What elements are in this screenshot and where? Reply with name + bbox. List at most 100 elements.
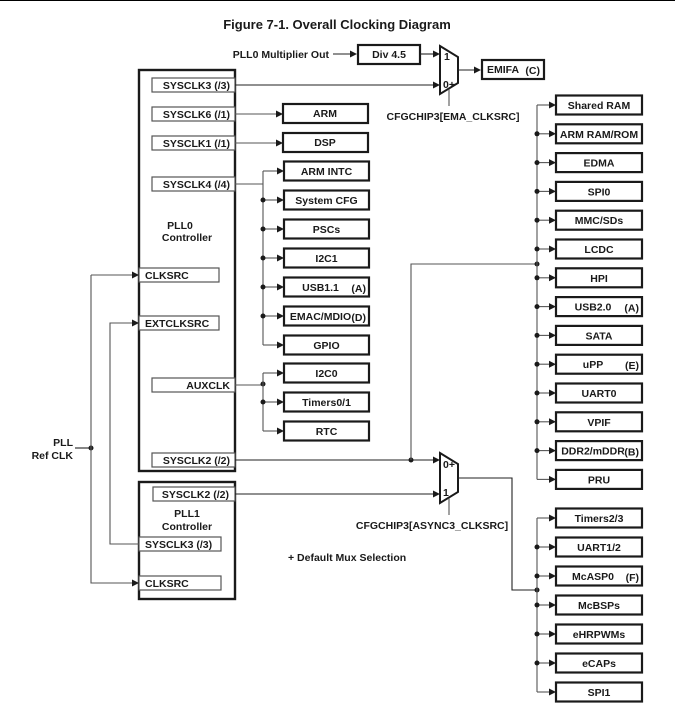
peripheral-pscs: PSCs: [260, 218, 371, 240]
peripheral-label: eHRPWMs: [573, 629, 626, 641]
arrow-icon: [277, 341, 284, 349]
emifa-note: (C): [525, 65, 540, 77]
arm-block: [281, 102, 370, 125]
pll0-sysclk2-label: SYSCLK2 (/2): [163, 455, 230, 467]
arrow-icon: [549, 360, 556, 368]
pll1-sysclk3-label: SYSCLK3 (/3): [145, 539, 212, 551]
peripheral-label: EMAC/MDIO: [290, 311, 351, 323]
pll0-sysclk4-label: SYSCLK4 (/4): [163, 179, 230, 191]
peripheral-usb1-1: USB1.1(A): [260, 276, 371, 298]
peripheral-label: I2C0: [315, 368, 337, 380]
peripheral-box: [554, 507, 644, 529]
peripheral-box: [282, 218, 371, 240]
junction-dot: [534, 631, 540, 637]
arrow-icon: [277, 369, 284, 377]
arrow-icon: [549, 245, 556, 253]
arrow-icon: [277, 312, 284, 320]
peripheral-sata: SATA: [534, 324, 644, 346]
peripheral-arm-intc: ARM INTC: [263, 160, 371, 182]
sysclk2-to-bus-wire: [410, 263, 537, 460]
peripheral-box: [282, 305, 371, 327]
peripheral-note: (E): [625, 360, 639, 372]
pll1-port-sysclk2: SYSCLK2 (/2): [152, 486, 236, 502]
arrow-icon: [549, 659, 556, 667]
peripheral-box: [282, 420, 371, 442]
page-top-rule: [0, 0, 675, 1]
pll0-name: PLL0: [167, 220, 193, 232]
peripheral-i2c0: I2C0: [263, 362, 371, 384]
peripheral-note: (A): [351, 283, 366, 295]
peripheral-edma: EDMA: [534, 152, 644, 174]
arrow-icon: [549, 216, 556, 224]
peripheral-mcbsps: McBSPs: [534, 594, 644, 616]
arrow-icon: [277, 254, 284, 262]
arrow-icon: [549, 389, 556, 397]
pll0-sysclk3-label: SYSCLK3 (/3): [163, 80, 230, 92]
arrow-icon: [276, 139, 283, 147]
peripheral-label: MMC/SDs: [575, 215, 624, 227]
div-4-5-label: Div 4.5: [372, 49, 406, 61]
ema-mux-input-0: 0+: [443, 79, 455, 91]
ref-clk-bus: [90, 275, 134, 584]
junction-dot: [534, 448, 540, 454]
sysclk2-peripheral-group: Shared RAM ARM RAM/ROM EDMA SPI0MMC/SDsLCDC…: [534, 94, 644, 490]
peripheral-pru: PRU: [537, 468, 644, 490]
peripheral-lcdc: LCDC: [534, 238, 644, 260]
junction-dot: [534, 160, 540, 166]
pll0-port-clksrc: CLKSRC: [138, 267, 220, 283]
arrow-icon: [549, 130, 556, 138]
arrow-icon: [549, 159, 556, 167]
async3-peripheral-group: Timers2/3UART1/2McASP0(F)McBSPseHRPWMseC…: [534, 507, 644, 703]
peripheral-box: [554, 296, 644, 318]
peripheral-box: [554, 411, 644, 433]
pll0-port-sysclk6: SYSCLK6 (/1): [151, 106, 236, 122]
peripheral-box: [282, 247, 371, 269]
peripheral-label: McBSPs: [578, 600, 620, 612]
junction-dot: [260, 399, 266, 405]
peripheral-label: Timers0/1: [302, 397, 351, 409]
junction-dot: [534, 131, 540, 137]
pll0-port-auxclk: AUXCLK: [151, 377, 236, 393]
peripheral-gpio: GPIO: [263, 334, 371, 356]
peripheral-label: PSCs: [313, 224, 341, 236]
peripheral-spi0: SPI0: [534, 180, 644, 202]
junction-dot: [534, 275, 540, 281]
figure-title: Figure 7-1. Overall Clocking Diagram: [223, 17, 451, 32]
peripheral-label: SATA: [585, 330, 612, 342]
peripheral-label: ARM RAM/ROM: [560, 129, 638, 141]
peripheral-label: LCDC: [584, 244, 614, 256]
arrow-icon: [549, 101, 556, 109]
ema-clksrc-mux: [439, 44, 459, 96]
peripheral-ehrpwms: eHRPWMs: [534, 623, 644, 645]
peripheral-box: [554, 681, 644, 703]
pll0-extclksrc-label: EXTCLKSRC: [145, 318, 210, 330]
arrow-icon: [549, 303, 556, 311]
peripheral-shared-ram: Shared RAM: [537, 94, 644, 116]
peripheral-label: EDMA: [584, 158, 615, 170]
arrow-icon: [549, 447, 556, 455]
peripheral-box: [282, 189, 371, 211]
peripheral-box: [282, 334, 371, 356]
arrow-icon: [549, 514, 556, 522]
peripheral-label: DDR2/mDDR: [561, 446, 625, 458]
pll-ref-clk-label: PLL: [53, 437, 73, 449]
peripheral-box: [282, 362, 371, 384]
default-mux-footnote: + Default Mux Selection: [288, 552, 406, 564]
junction-dot: [534, 602, 540, 608]
peripheral-box: [554, 123, 644, 145]
peripheral-label: VPIF: [587, 417, 611, 429]
peripheral-box: [554, 440, 644, 462]
peripheral-label: System CFG: [295, 195, 357, 207]
arrow-icon: [277, 427, 284, 435]
arrow-icon: [549, 274, 556, 282]
pll0-sysclk1-label: SYSCLK1 (/1): [163, 138, 230, 150]
junction-dot: [534, 217, 540, 223]
arrow-icon: [276, 110, 283, 118]
peripheral-box: [554, 267, 644, 289]
peripheral-note: (A): [624, 303, 639, 315]
peripheral-label: Shared RAM: [568, 100, 631, 112]
arrow-icon: [277, 196, 284, 204]
peripheral-upp: uPP(E): [534, 353, 644, 375]
pll0-clksrc-label: CLKSRC: [145, 270, 189, 282]
pll1-port-clksrc: CLKSRC: [138, 575, 222, 591]
